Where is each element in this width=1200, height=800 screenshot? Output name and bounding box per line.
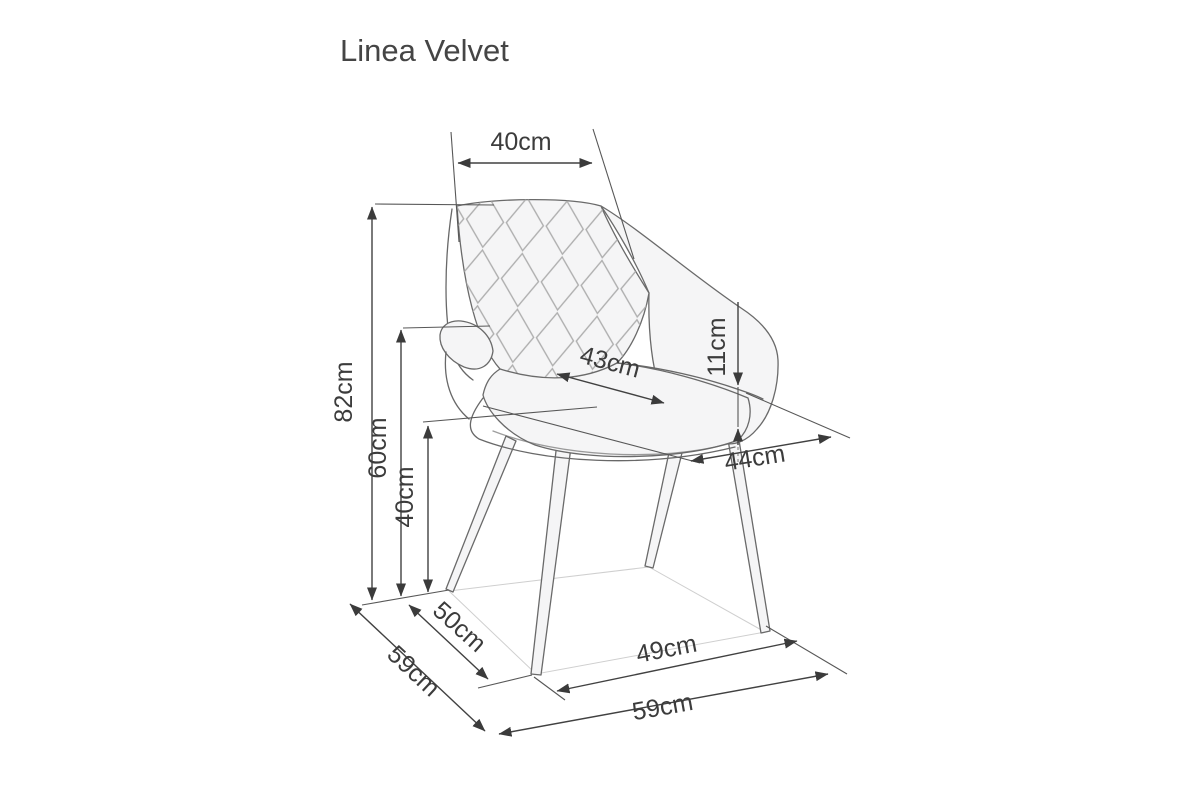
dim-seat-height: 40cm <box>391 406 598 593</box>
dim-label-seat-height: 40cm <box>391 466 419 527</box>
quilt-pattern <box>457 199 649 380</box>
dim-label-overall-width: 59cm <box>630 688 695 726</box>
dim-label-armrest-top-height: 60cm <box>364 417 392 478</box>
left-armrest <box>439 320 494 370</box>
armrest-bolster-edge <box>616 362 764 400</box>
left-armrest-support <box>444 351 470 420</box>
leg-back-left <box>445 435 517 593</box>
dim-label-backrest-top-width: 40cm <box>490 128 551 156</box>
dim-overall-width: 59cm <box>498 671 829 737</box>
dim-overall-height: 82cm <box>330 203 495 601</box>
dim-label-overall-height: 82cm <box>330 361 358 422</box>
dim-backrest-top-width: 40cm <box>450 128 635 260</box>
leg-back-right <box>644 442 684 569</box>
leg-front-left <box>530 441 572 676</box>
ground-baseline <box>361 589 450 606</box>
dim-label-armrest-above-seat: 11cm <box>703 317 731 376</box>
seat-apron <box>469 397 736 462</box>
dim-base-front-width: 49cm <box>533 625 848 701</box>
dim-armrest-top-height: 60cm <box>364 325 491 597</box>
dim-label-overall-depth: 59cm <box>382 640 446 702</box>
dim-label-base-side-depth: 50cm <box>427 596 491 658</box>
chair-drawing <box>439 198 779 676</box>
page-title: Linea Velvet <box>340 33 509 68</box>
